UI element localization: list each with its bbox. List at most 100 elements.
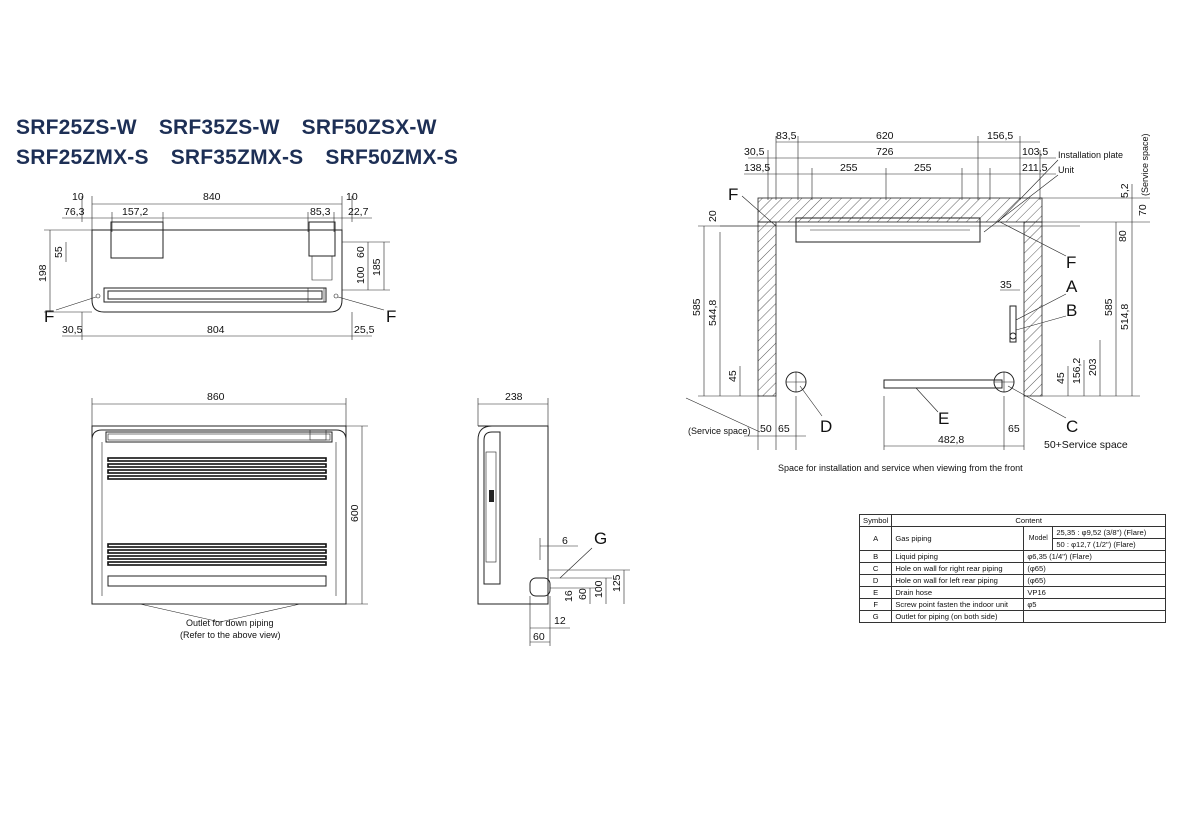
legend-model-label: Model <box>1023 526 1054 551</box>
dim-45-left: 45 <box>727 370 739 382</box>
legend-symbol: B <box>858 550 893 563</box>
marker-f-right: F <box>386 307 396 326</box>
model-name: SRF50ZSX-W <box>301 116 437 139</box>
dim-25-5: 25,5 <box>354 324 375 336</box>
marker-f-left: F <box>44 307 54 326</box>
legend-description: Hole on wall for left rear piping <box>891 574 1025 587</box>
model-name: SRF50ZMX-S <box>325 146 459 169</box>
legend-value: 25,35 : φ9,52 (3/8") (Flare) <box>1052 526 1166 539</box>
dim-726: 726 <box>876 146 894 158</box>
dim-6: 6 <box>562 535 568 547</box>
dim-76-3: 76,3 <box>64 206 85 218</box>
label-service-space-right: 50+Service space <box>1044 439 1128 451</box>
dim-10-left: 10 <box>72 191 84 203</box>
dim-198: 198 <box>37 264 49 282</box>
legend-symbol: A <box>858 526 893 551</box>
legend-symbol: C <box>858 562 893 575</box>
dim-45-right: 45 <box>1055 372 1067 384</box>
dim-211-5: 211,5 <box>1022 162 1048 174</box>
legend-value: VP16 <box>1023 586 1166 599</box>
legend-row: D Hole on wall for left rear piping (φ65… <box>858 574 1166 587</box>
dim-30-5-install: 30,5 <box>744 146 765 158</box>
legend-value: 50 : φ12,7 (1/2") (Flare) <box>1052 538 1166 551</box>
legend-row: E Drain hose VP16 <box>858 586 1166 599</box>
legend-description: Outlet for piping (on both side) <box>891 610 1025 623</box>
dim-840: 840 <box>203 191 221 203</box>
model-name: SRF25ZMX-S <box>16 146 149 169</box>
gas-pipe <box>1009 305 1017 343</box>
dim-60: 60 <box>355 246 367 258</box>
legend-row: G Outlet for piping (on both side) <box>858 610 1166 623</box>
legend-header-row: Symbol Content <box>858 514 1166 527</box>
dim-585-right: 585 <box>1103 298 1115 316</box>
legend-header-symbol: Symbol <box>858 514 893 527</box>
dim-156-5: 156,5 <box>987 130 1013 142</box>
dim-20: 20 <box>707 210 719 222</box>
dim-138-5: 138,5 <box>744 162 770 174</box>
legend-row: F Screw point fasten the indoor unit φ5 <box>858 598 1166 611</box>
legend-value: φ5 <box>1023 598 1166 611</box>
legend-description: Hole on wall for right rear piping <box>891 562 1025 575</box>
dim-514-8: 514,8 <box>1119 304 1131 330</box>
left-wall <box>757 221 777 397</box>
dim-600: 600 <box>349 504 361 522</box>
dim-585-left: 585 <box>691 298 703 316</box>
dim-125: 125 <box>611 574 623 592</box>
dim-544-8: 544,8 <box>707 300 719 326</box>
dim-83-5: 83,5 <box>776 130 797 142</box>
legend-symbol: E <box>858 586 893 599</box>
dim-12: 12 <box>554 615 566 627</box>
label-service-space-left: (Service space) <box>688 426 751 436</box>
dim-482-8: 482,8 <box>938 434 964 446</box>
legend-symbol: F <box>858 598 893 611</box>
right-wall <box>1023 221 1043 397</box>
drain-hose <box>883 379 1003 389</box>
marker-e: E <box>938 409 949 428</box>
dim-255-a: 255 <box>840 162 858 174</box>
outlet-label-line-2: (Refer to the above view) <box>180 630 281 640</box>
dim-85-3: 85,3 <box>310 206 331 218</box>
dim-157-2: 157,2 <box>122 206 148 218</box>
legend-symbol: D <box>858 574 893 587</box>
side-view: 238 6 G 125 100 60 16 12 60 <box>477 391 630 646</box>
dim-103-5: 103,5 <box>1022 146 1048 158</box>
dim-100: 100 <box>355 266 367 284</box>
dim-860: 860 <box>207 391 225 403</box>
installation-view: 83,5 620 156,5 30,5 726 103,5 138,5 255 … <box>685 130 1150 473</box>
marker-b: B <box>1066 301 1077 320</box>
marker-g: G <box>594 529 607 548</box>
lower-grille <box>107 543 327 566</box>
legend-row: C Hole on wall for right rear piping (φ6… <box>858 562 1166 575</box>
dim-156-2: 156,2 <box>1071 358 1083 384</box>
dim-10-right: 10 <box>346 191 358 203</box>
dim-16: 16 <box>563 590 575 602</box>
installation-caption: Space for installation and service when … <box>778 463 1023 473</box>
legend-value: φ6,35 (1/4") (Flare) <box>1023 550 1166 563</box>
dim-5-2: 5,2 <box>1119 183 1131 198</box>
dim-70: 70 <box>1137 204 1149 216</box>
dim-30-5: 30,5 <box>62 324 83 336</box>
legend-header-content: Content <box>891 514 1166 527</box>
symbol-legend-table: Symbol Content A Gas piping Model 25,35 … <box>858 514 1166 623</box>
label-installation-plate: Installation plate <box>1058 150 1123 160</box>
legend-description: Screw point fasten the indoor unit <box>891 598 1025 611</box>
upper-grille <box>107 457 327 480</box>
marker-a: A <box>1066 277 1078 296</box>
legend-value: (φ65) <box>1023 562 1166 575</box>
marker-f-1: F <box>728 185 738 204</box>
dim-620: 620 <box>876 130 894 142</box>
marker-f-2: F <box>1066 253 1076 272</box>
label-service-space-top: (Service space) <box>1140 133 1150 196</box>
dim-60-horiz: 60 <box>533 631 545 643</box>
dim-255-b: 255 <box>914 162 932 174</box>
legend-description: Drain hose <box>891 586 1025 599</box>
dim-35: 35 <box>1000 279 1012 291</box>
dim-185: 185 <box>371 258 383 276</box>
marker-c: C <box>1066 417 1078 436</box>
legend-value: (φ65) <box>1023 574 1166 587</box>
dim-22-7: 22,7 <box>348 206 369 218</box>
front-view: 860 600 Outlet for down piping (Refer t <box>91 391 368 640</box>
dim-50: 50 <box>760 423 772 435</box>
